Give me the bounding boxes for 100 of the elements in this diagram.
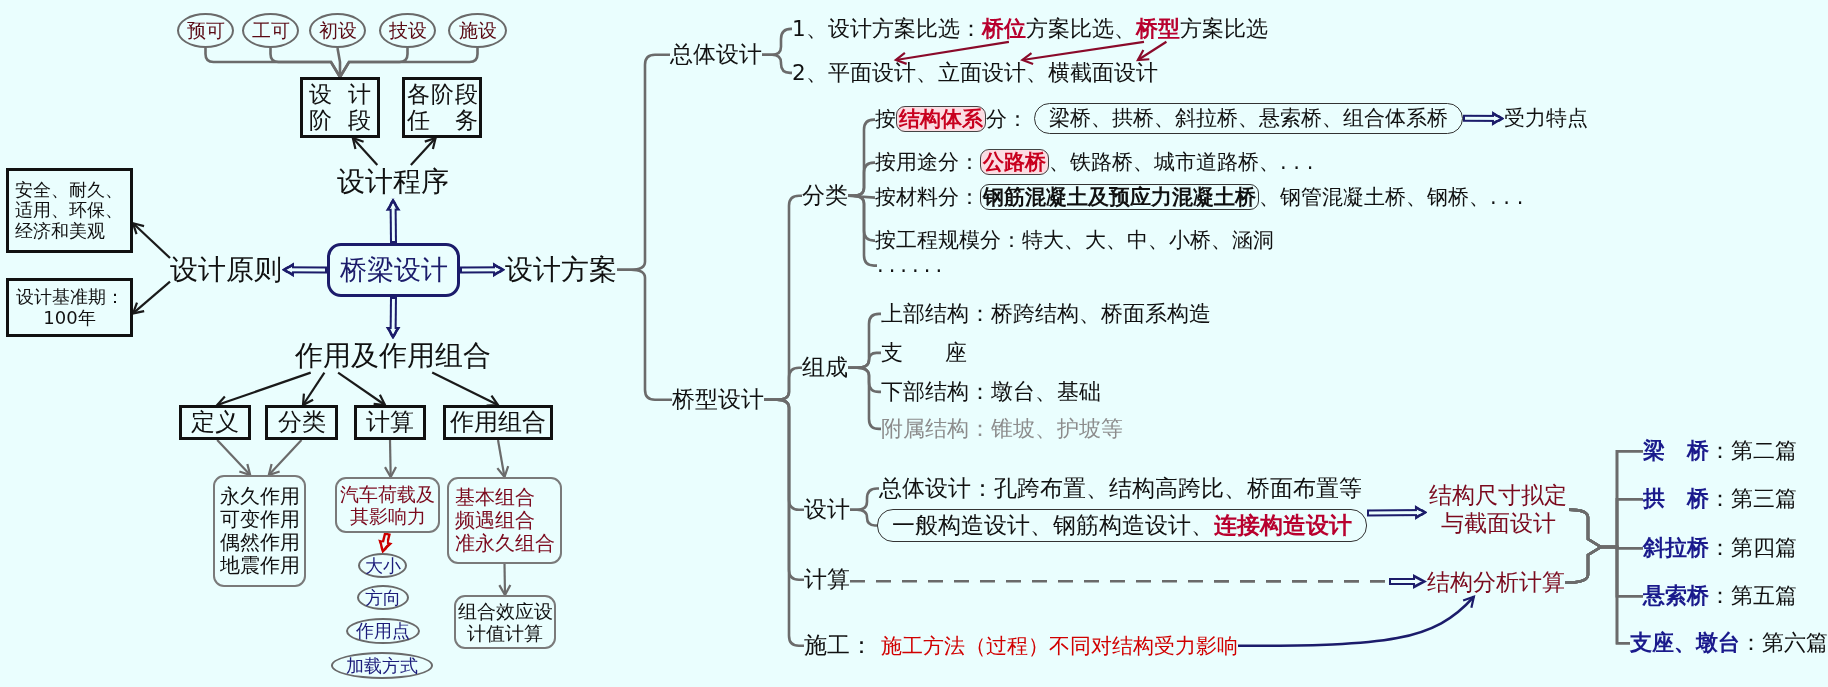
box-label: 梁桥、拱桥、斜拉桥、悬索桥、组合体系桥 [1049,106,1448,131]
arrow [267,439,303,477]
result-label: 结构分析计算 [1427,569,1565,597]
item-text: 2、平面设计、立面设计、横截面设计 [792,60,1158,86]
item-text: 按工程规模分：特大、大、中、小桥、涵洞 [875,228,1274,254]
result-label: 受力特点 [1504,106,1588,132]
block-arrow [1462,111,1505,126]
ellipse-label: 加载方式 [346,654,418,677]
list-item: 地震作用 [219,554,300,577]
factor-ellipse [346,618,420,644]
note-box [6,278,133,337]
stage-ellipse [242,13,299,48]
block-arrow [460,262,505,278]
ellipse-label: 大小 [364,554,401,577]
branch-label: 设计方案 [505,253,617,287]
category-box [443,405,553,440]
factor-ellipse [331,652,433,679]
box-label: 计算 [366,409,414,436]
branch-label: 设计原则 [170,253,282,287]
item-text: 下部结构：墩台、基础 [881,379,1101,405]
arrow [1021,40,1145,66]
block-arrow [378,532,393,554]
ellipse-label: 初设 [318,19,357,42]
list-item: 可变作用 [219,508,300,531]
box-label: 设计基准期：100年 [14,287,125,328]
item-text: 上部结构：桥跨结构、桥面系构造 [881,301,1211,327]
topic-box [327,243,460,297]
brace-line [269,48,342,78]
arrow [351,136,379,166]
list-item: 永久作用 [219,485,300,508]
item-text: 1、设计方案比选：桥位方案比选、桥型方案比选 [792,16,1268,42]
arrow [216,371,312,408]
box-label: 各阶段任务 [406,81,478,134]
chapter-label: 悬索桥：第五篇 [1643,583,1797,610]
brace-line [850,508,877,527]
box-label: 安全、耐久、适用、环保、经济和美观 [15,180,124,241]
process-box [300,77,380,138]
factor-ellipse [357,585,409,610]
brace-line [338,48,479,78]
topic-label: 桥梁设计 [339,253,448,287]
brace-line [1565,545,1630,645]
brace-line [848,366,881,431]
rounded-box [213,475,306,587]
arrow [1136,40,1167,62]
ellipse-label: 工可 [251,19,290,42]
category-box [179,405,251,440]
brace-line [762,53,793,75]
branch-label: 设计 [804,496,850,524]
arrow [431,371,500,407]
branch-label: 总体设计 [670,41,762,69]
box-label: 设计阶段 [309,81,371,134]
result-label: 结构尺寸拟定与截面设计 [1427,482,1569,538]
category-box [265,405,338,440]
list-item: 基本组合 [455,486,535,509]
block-arrow [385,296,401,340]
ellipse-label: 施设 [458,19,497,42]
branch-label: 施工： [804,632,873,658]
item-text: 按材料分：钢筋混凝土及预应力混凝土桥、钢管混凝土桥、钢桥、. . . [875,185,1524,211]
arrow [216,439,252,477]
arrow [410,136,437,166]
arrow [131,280,171,315]
ellipse-label: 技设 [388,19,427,42]
box-label: 汽车荷载及其影响力 [339,482,436,528]
arrow [498,564,512,597]
arrow [337,371,387,407]
stage-ellipse [448,13,507,48]
arrow [131,222,171,259]
item-text: 附属结构：锥坡、护坡等 [881,416,1123,442]
branch-label: 设计程序 [337,165,449,199]
item-text: 按用途分：公路桥、铁路桥、城市道路桥、. . . [875,150,1314,176]
ellipsis-text: ...... [877,253,948,279]
arrow [383,440,398,479]
stage-ellipse [177,13,234,48]
item-text: 支座 [881,340,967,366]
box-label: 分类 [277,409,326,436]
list-item: 准永久组合 [455,532,555,555]
brace-line [617,268,672,402]
outline-frame [877,509,1367,542]
arrow [301,372,326,407]
list-item: 偶然作用 [219,531,300,554]
brace-line [848,194,877,267]
chapter-label: 斜拉桥：第四篇 [1643,535,1797,562]
branch-label: 桥型设计 [672,386,764,414]
ellipse-label: 作用点 [356,620,410,642]
brace-line [336,47,342,77]
branch-label: 作用及作用组合 [295,339,491,373]
category-box [354,405,426,440]
factor-ellipse [358,553,407,578]
ellipse-label: 方向 [365,586,401,609]
block-arrow [385,198,401,244]
chapter-label: 梁桥：第二篇 [1643,438,1797,465]
chapter-label: 拱桥：第三篇 [1643,486,1797,513]
ellipse-label: 预可 [186,19,225,42]
branch-label: 分类 [802,182,848,210]
rounded-box [447,477,562,564]
chapter-label: 支座、墩台：第六篇 [1630,630,1828,657]
branch-label: 计算 [804,566,850,594]
stage-ellipse [309,13,366,48]
block-arrow [1366,505,1428,520]
box-label: 定义 [191,409,239,436]
